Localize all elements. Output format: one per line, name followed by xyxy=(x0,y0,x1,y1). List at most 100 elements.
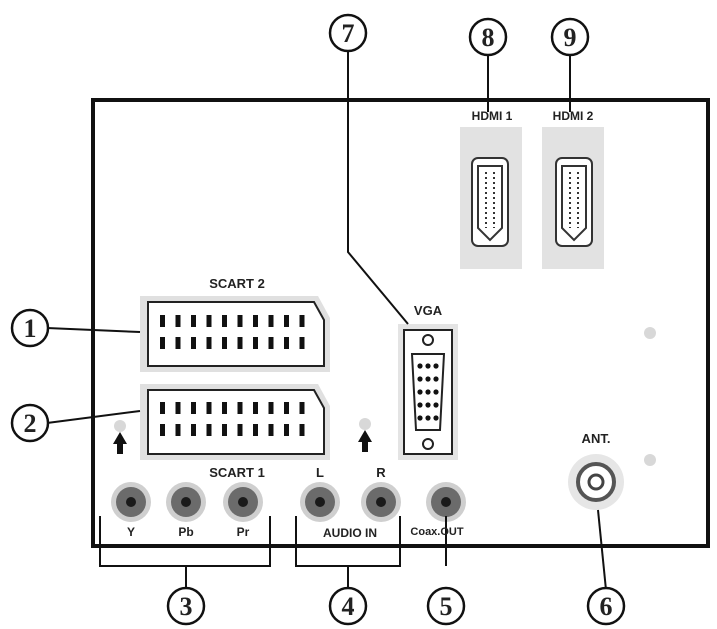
scart-pin xyxy=(175,315,181,327)
scart-pin xyxy=(191,424,196,436)
scart-pin xyxy=(206,337,212,349)
scart-pin xyxy=(284,337,289,349)
scart-pin xyxy=(268,315,274,327)
scart-pin xyxy=(284,402,289,414)
scart-pin xyxy=(299,337,305,349)
audio-r-label: R xyxy=(376,465,386,480)
callout-6-number: 6 xyxy=(599,592,613,621)
vga-pin xyxy=(433,402,439,408)
scart-pin xyxy=(206,424,212,436)
coax-out-label: Coax.OUT xyxy=(410,526,464,538)
scart-pin xyxy=(268,402,274,414)
scart-1-port xyxy=(140,384,330,460)
hdmi-2-label: HDMI 2 xyxy=(552,109,594,123)
indicator-dot xyxy=(114,420,126,432)
scart-pin xyxy=(268,424,274,436)
callout-9-number: 9 xyxy=(563,23,577,52)
vga-pin xyxy=(417,376,423,382)
scart-pin xyxy=(175,424,181,436)
callout-5-number: 5 xyxy=(439,592,453,621)
component-bracket xyxy=(99,516,271,590)
audio-l-label: L xyxy=(316,465,324,480)
vga-pin xyxy=(425,389,431,395)
ant-label: ANT. xyxy=(581,431,611,446)
scart-2-label: SCART 2 xyxy=(209,276,265,291)
hdmi-1-label: HDMI 1 xyxy=(471,109,513,123)
vga-pins xyxy=(417,363,439,421)
scart-pin xyxy=(175,402,181,414)
scart-pin xyxy=(299,402,305,414)
vga-pin xyxy=(417,415,423,421)
vga-pin xyxy=(425,376,431,382)
vga-pin xyxy=(417,363,423,369)
scart-pin xyxy=(284,315,289,327)
callout-circle-5 xyxy=(426,586,466,626)
scart-2-port xyxy=(140,296,330,372)
scart-pin xyxy=(191,337,196,349)
scart-pin xyxy=(253,337,258,349)
scart-pin xyxy=(253,402,258,414)
vga-port xyxy=(398,324,458,460)
scart-pin xyxy=(175,337,181,349)
callout-circles xyxy=(10,13,626,626)
scart-pin xyxy=(206,402,212,414)
vga-pin xyxy=(417,402,423,408)
rca-pin xyxy=(126,497,136,507)
arrow-up-icon xyxy=(113,432,127,454)
pb-label: Pb xyxy=(178,525,194,539)
callout-circle-7 xyxy=(328,13,368,53)
callout-8-number: 8 xyxy=(481,23,495,52)
rca-pin xyxy=(181,497,191,507)
scart-pin xyxy=(237,402,243,414)
scart-pin xyxy=(299,315,305,327)
scart-pin xyxy=(268,337,274,349)
scart-pin xyxy=(284,424,289,436)
callout-2-number: 2 xyxy=(23,409,37,438)
rca-pin xyxy=(441,497,451,507)
scart-1-pins xyxy=(160,402,305,436)
scart-2-pins xyxy=(160,315,305,349)
scart-pin xyxy=(160,424,165,436)
callout-circle-9 xyxy=(550,17,590,57)
scart-pin xyxy=(237,424,243,436)
callout-7-number: 7 xyxy=(341,19,355,48)
y-label: Y xyxy=(126,525,136,539)
vga-pin xyxy=(433,389,439,395)
scart-pin xyxy=(222,424,227,436)
vga-pin xyxy=(433,363,439,369)
vga-pin xyxy=(425,363,431,369)
scart-pin xyxy=(191,402,196,414)
arrow-up-icon xyxy=(358,430,372,452)
vga-pin xyxy=(417,389,423,395)
callout-circle-6 xyxy=(586,586,626,626)
scart-pin xyxy=(206,315,212,327)
callout-circle-2 xyxy=(10,403,50,443)
scart-pin xyxy=(222,337,227,349)
callout-3-number: 3 xyxy=(179,592,193,621)
hdmi-2-port xyxy=(542,127,604,269)
callout-circle-3 xyxy=(166,586,206,626)
vga-pin xyxy=(433,415,439,421)
scart-pin xyxy=(222,315,227,327)
vga-pin xyxy=(425,415,431,421)
rca-pin xyxy=(238,497,248,507)
indicator-dot xyxy=(644,327,656,339)
scart-pin xyxy=(253,424,258,436)
scart-pin xyxy=(191,315,196,327)
pr-label: Pr xyxy=(236,525,250,539)
audio-in-label: AUDIO IN xyxy=(323,526,377,540)
vga-label: VGA xyxy=(413,303,443,318)
callout-circle-1 xyxy=(10,308,50,348)
callout-circle-4 xyxy=(328,586,368,626)
rca-pin xyxy=(315,497,325,507)
scart-pin xyxy=(222,402,227,414)
rca-pin xyxy=(376,497,386,507)
scart-pin xyxy=(160,315,165,327)
scart-1-label: SCART 1 xyxy=(209,465,265,480)
callout-leaders xyxy=(46,52,607,591)
audio-bracket xyxy=(295,516,401,590)
scart-pin xyxy=(160,402,165,414)
antenna-port xyxy=(568,454,624,510)
vga-pin xyxy=(433,376,439,382)
